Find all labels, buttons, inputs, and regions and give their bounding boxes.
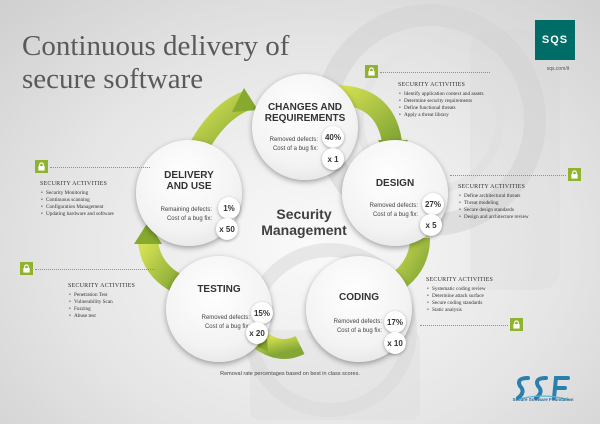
connector-changes [380, 72, 490, 73]
activities-heading: SECURITY ACTIVITIES [398, 82, 466, 88]
activity-item: Static analysis [427, 307, 556, 314]
title-line-2: secure software [22, 63, 204, 95]
testing-removed-defects-pct: 15% [251, 302, 273, 324]
arrowhead-changes [232, 88, 258, 112]
activity-item: Design and architecture review [459, 214, 588, 221]
activity-item: Fuzzing [69, 306, 168, 313]
activities-heading: SECURITY ACTIVITIES [458, 184, 526, 190]
activity-item: Determine attack surface [427, 293, 556, 300]
node-labels: Removed defects: Cost of a bug fix: [369, 203, 418, 218]
changes-removed-defects-pct: 40% [322, 126, 344, 148]
logo-url: sqs.com/it [546, 66, 570, 72]
node-labels: Removed defects: Cost of a bug fix: [269, 137, 318, 152]
activity-item: Identify application context and assets [399, 91, 538, 98]
coding-cost-multiplier: x 10 [384, 332, 406, 354]
connector-coding [420, 325, 508, 326]
sqs-logo: SQS [535, 20, 575, 60]
activities-delivery: SECURITY ACTIVITIES Security Monitoring … [40, 181, 150, 218]
footnote: Removal rate percentages based on best i… [220, 371, 360, 377]
activities-changes: SECURITY ACTIVITIES Identify application… [398, 82, 538, 119]
activity-item: Vulnerability Scan [69, 299, 168, 306]
delivery-cost-multiplier: x 50 [216, 218, 238, 240]
testing-cost-multiplier: x 20 [246, 322, 268, 344]
lock-icon [510, 318, 523, 331]
connector-testing [35, 269, 155, 270]
activity-item: Determine security requirements [399, 98, 538, 105]
node-labels: Removed defects: Cost of a bug fix: [201, 315, 250, 330]
delivery-remaining-defects-pct: 1% [218, 197, 240, 219]
activities-heading: SECURITY ACTIVITIES [40, 181, 108, 187]
security-management-label: Security Management [261, 206, 347, 238]
node-labels: Removed defects: Cost of a bug fix: [333, 319, 382, 334]
node-title: DESIGN [375, 178, 415, 189]
activity-item: Secure coding standards [427, 300, 556, 307]
page-title: Continuous delivery of secure software [22, 30, 342, 96]
lock-icon [365, 65, 378, 78]
design-cost-multiplier: x 5 [420, 214, 442, 236]
activity-item: Penetration Test [69, 292, 168, 299]
lock-icon [568, 168, 581, 181]
title-line-1: Continuous delivery of [22, 30, 290, 62]
node-title: TESTING [197, 284, 241, 295]
node-title: CHANGES AND REQUIREMENTS [264, 102, 346, 124]
activity-item: Updating hardware and software [41, 211, 150, 218]
ssf-logo [515, 376, 571, 401]
activity-item: Continuous scanning [41, 197, 150, 204]
lock-icon [20, 262, 33, 275]
activities-coding: SECURITY ACTIVITIES Systematic coding re… [426, 277, 556, 314]
node-labels: Remaining defects: Cost of a bug fix: [160, 207, 212, 222]
activities-heading: SECURITY ACTIVITIES [426, 277, 494, 283]
activity-item: Secure design standards [459, 207, 588, 214]
arrowhead-delivery [134, 222, 162, 244]
activity-item: Systematic coding review [427, 286, 556, 293]
activities-heading: SECURITY ACTIVITIES [68, 283, 136, 289]
activities-design: SECURITY ACTIVITIES Define architectural… [458, 184, 588, 221]
activity-item: Configuration Management [41, 204, 150, 211]
activities-testing: SECURITY ACTIVITIES Penetration Test Vul… [68, 283, 168, 320]
activity-item: Threat modeling [459, 200, 588, 207]
activity-item: Apply a threat library [399, 112, 538, 119]
activity-item: Define architectural threats [459, 193, 588, 200]
activity-item: Abuse test [69, 313, 168, 320]
activity-item: Define functional threats [399, 105, 538, 112]
coding-removed-defects-pct: 17% [384, 311, 406, 333]
connector-delivery [50, 167, 150, 168]
node-title: CODING [339, 292, 379, 303]
ssf-name: Secure Software Foundation [512, 397, 574, 402]
node-title: DELIVERY AND USE [164, 170, 214, 192]
activity-item: Security Monitoring [41, 190, 150, 197]
connector-design [450, 175, 566, 176]
design-removed-defects-pct: 27% [422, 193, 444, 215]
lock-icon [35, 160, 48, 173]
changes-cost-multiplier: x 1 [322, 148, 344, 170]
